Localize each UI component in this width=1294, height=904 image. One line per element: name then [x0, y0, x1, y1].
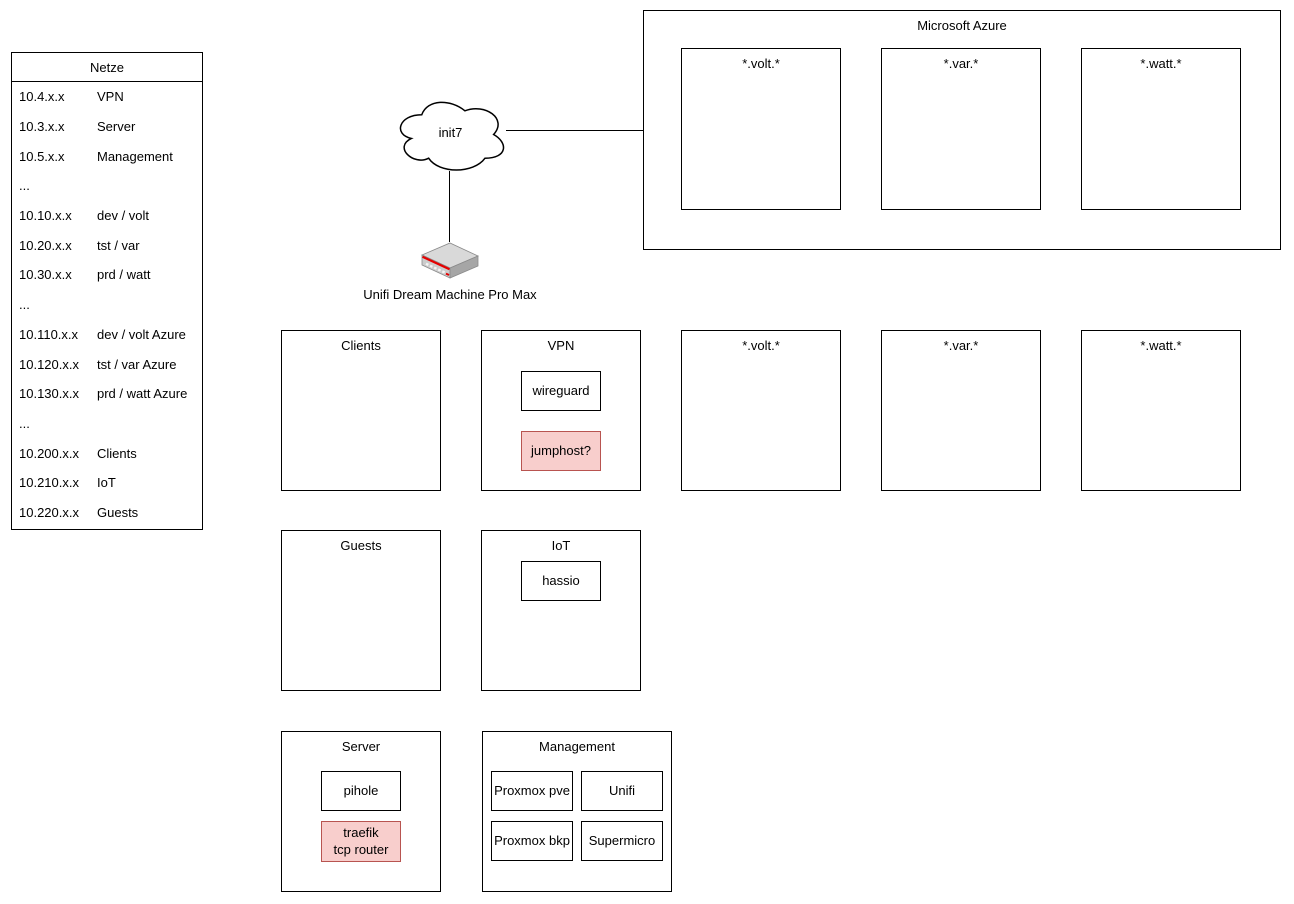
- netze-row: 10.200.x.x Clients: [12, 438, 202, 468]
- network-guests-title: Guests: [340, 538, 382, 553]
- traefik-tcp-router-box: traefik tcp router: [321, 821, 401, 862]
- netze-row-name: tst / var Azure: [97, 356, 177, 372]
- netze-row-ip: 10.4.x.x: [19, 89, 65, 105]
- netze-row-name: Management: [97, 148, 173, 164]
- internet-cloud-icon: [393, 95, 508, 174]
- netze-row-ip: 10.5.x.x: [19, 148, 65, 164]
- azure-var-box: *.var.*: [881, 48, 1041, 210]
- internet-cloud-label: init7: [438, 124, 463, 140]
- netze-row-ip: 10.30.x.x: [19, 267, 72, 283]
- router-icon: [419, 241, 481, 281]
- netze-row: ...: [12, 290, 202, 320]
- netze-table: Netze 10.4.x.x VPN 10.3.x.x Server 10.5.x.…: [11, 52, 203, 530]
- cloud-to-router-line: [449, 171, 450, 242]
- jumphost-box: jumphost?: [521, 431, 601, 471]
- network-clients-box: Clients: [281, 330, 441, 491]
- network-var-box: *.var.*: [881, 330, 1041, 491]
- supermicro-box: Supermicro: [581, 821, 663, 861]
- router-label: Unifi Dream Machine Pro Max: [363, 287, 537, 302]
- netze-row-ip: ...: [19, 297, 30, 313]
- wireguard-box: wireguard: [521, 371, 601, 411]
- network-watt-box: *.watt.*: [1081, 330, 1241, 491]
- netze-row: 10.110.x.x dev / volt Azure: [12, 320, 202, 350]
- netze-row-ip: 10.130.x.x: [19, 386, 79, 402]
- azure-var-title: *.var.*: [943, 56, 979, 71]
- netze-row-ip: 10.220.x.x: [19, 504, 79, 520]
- network-management-title: Management: [539, 739, 615, 754]
- netze-row-name: dev / volt: [97, 208, 150, 224]
- netze-row: 10.210.x.x IoT: [12, 468, 202, 498]
- azure-watt-box: *.watt.*: [1081, 48, 1241, 210]
- netze-row-ip: 10.200.x.x: [19, 445, 79, 461]
- netze-row-name: IoT: [97, 475, 116, 491]
- netze-row-name: prd / watt: [97, 267, 151, 283]
- network-volt-box: *.volt.*: [681, 330, 841, 491]
- netze-row-name: VPN: [97, 89, 124, 105]
- proxmox-bkp-box: Proxmox bkp: [491, 821, 573, 861]
- netze-row-name: tst / var: [97, 237, 140, 253]
- pihole-box: pihole: [321, 771, 401, 811]
- netze-row-name: Guests: [97, 504, 139, 520]
- netze-row-name: dev / volt Azure: [97, 326, 186, 342]
- network-server-box: Server: [281, 731, 441, 892]
- azure-watt-title: *.watt.*: [1140, 56, 1182, 71]
- network-iot-title: IoT: [551, 538, 571, 553]
- netze-row-name: Clients: [97, 445, 137, 461]
- netze-row: ...: [12, 171, 202, 201]
- netze-row-ip: ...: [19, 178, 30, 194]
- netze-row-name: Server: [97, 119, 136, 135]
- azure-container-title: Microsoft Azure: [917, 18, 1007, 33]
- network-management-box: Management: [482, 731, 672, 892]
- network-guests-box: Guests: [281, 530, 441, 691]
- netze-row-ip: 10.10.x.x: [19, 208, 72, 224]
- netze-row-ip: ...: [19, 415, 30, 431]
- netze-row: 10.220.x.x Guests: [12, 498, 202, 528]
- netze-row-name: prd / watt Azure: [97, 386, 188, 402]
- netze-row: 10.5.x.x Management: [12, 141, 202, 171]
- netze-table-rows: 10.4.x.x VPN 10.3.x.x Server 10.5.x.x Manag…: [12, 82, 202, 527]
- azure-volt-title: *.volt.*: [742, 56, 780, 71]
- network-iot-box: IoT: [481, 530, 641, 691]
- netze-table-title: Netze: [12, 53, 202, 82]
- netze-row: 10.4.x.x VPN: [12, 82, 202, 112]
- netze-row-ip: 10.210.x.x: [19, 475, 79, 491]
- netze-row-ip: 10.3.x.x: [19, 119, 65, 135]
- cloud-to-azure-line: [506, 130, 643, 131]
- netze-row-ip: 10.20.x.x: [19, 237, 72, 253]
- proxmox-pve-box: Proxmox pve: [491, 771, 573, 811]
- unifi-box: Unifi: [581, 771, 663, 811]
- network-server-title: Server: [341, 739, 381, 754]
- netze-row: 10.3.x.x Server: [12, 112, 202, 142]
- netze-row-ip: 10.110.x.x: [19, 326, 79, 342]
- network-watt-title: *.watt.*: [1140, 338, 1182, 353]
- netze-row: ...: [12, 409, 202, 439]
- hassio-box: hassio: [521, 561, 601, 601]
- network-var-title: *.var.*: [943, 338, 979, 353]
- netze-row: 10.30.x.x prd / watt: [12, 260, 202, 290]
- netze-row: 10.20.x.x tst / var: [12, 230, 202, 260]
- network-volt-title: *.volt.*: [742, 338, 780, 353]
- netze-row-ip: 10.120.x.x: [19, 356, 79, 372]
- netze-row: 10.120.x.x tst / var Azure: [12, 349, 202, 379]
- netze-row: 10.130.x.x prd / watt Azure: [12, 379, 202, 409]
- netze-row: 10.10.x.x dev / volt: [12, 201, 202, 231]
- network-vpn-title: VPN: [547, 338, 575, 353]
- network-clients-title: Clients: [341, 338, 381, 353]
- azure-volt-box: *.volt.*: [681, 48, 841, 210]
